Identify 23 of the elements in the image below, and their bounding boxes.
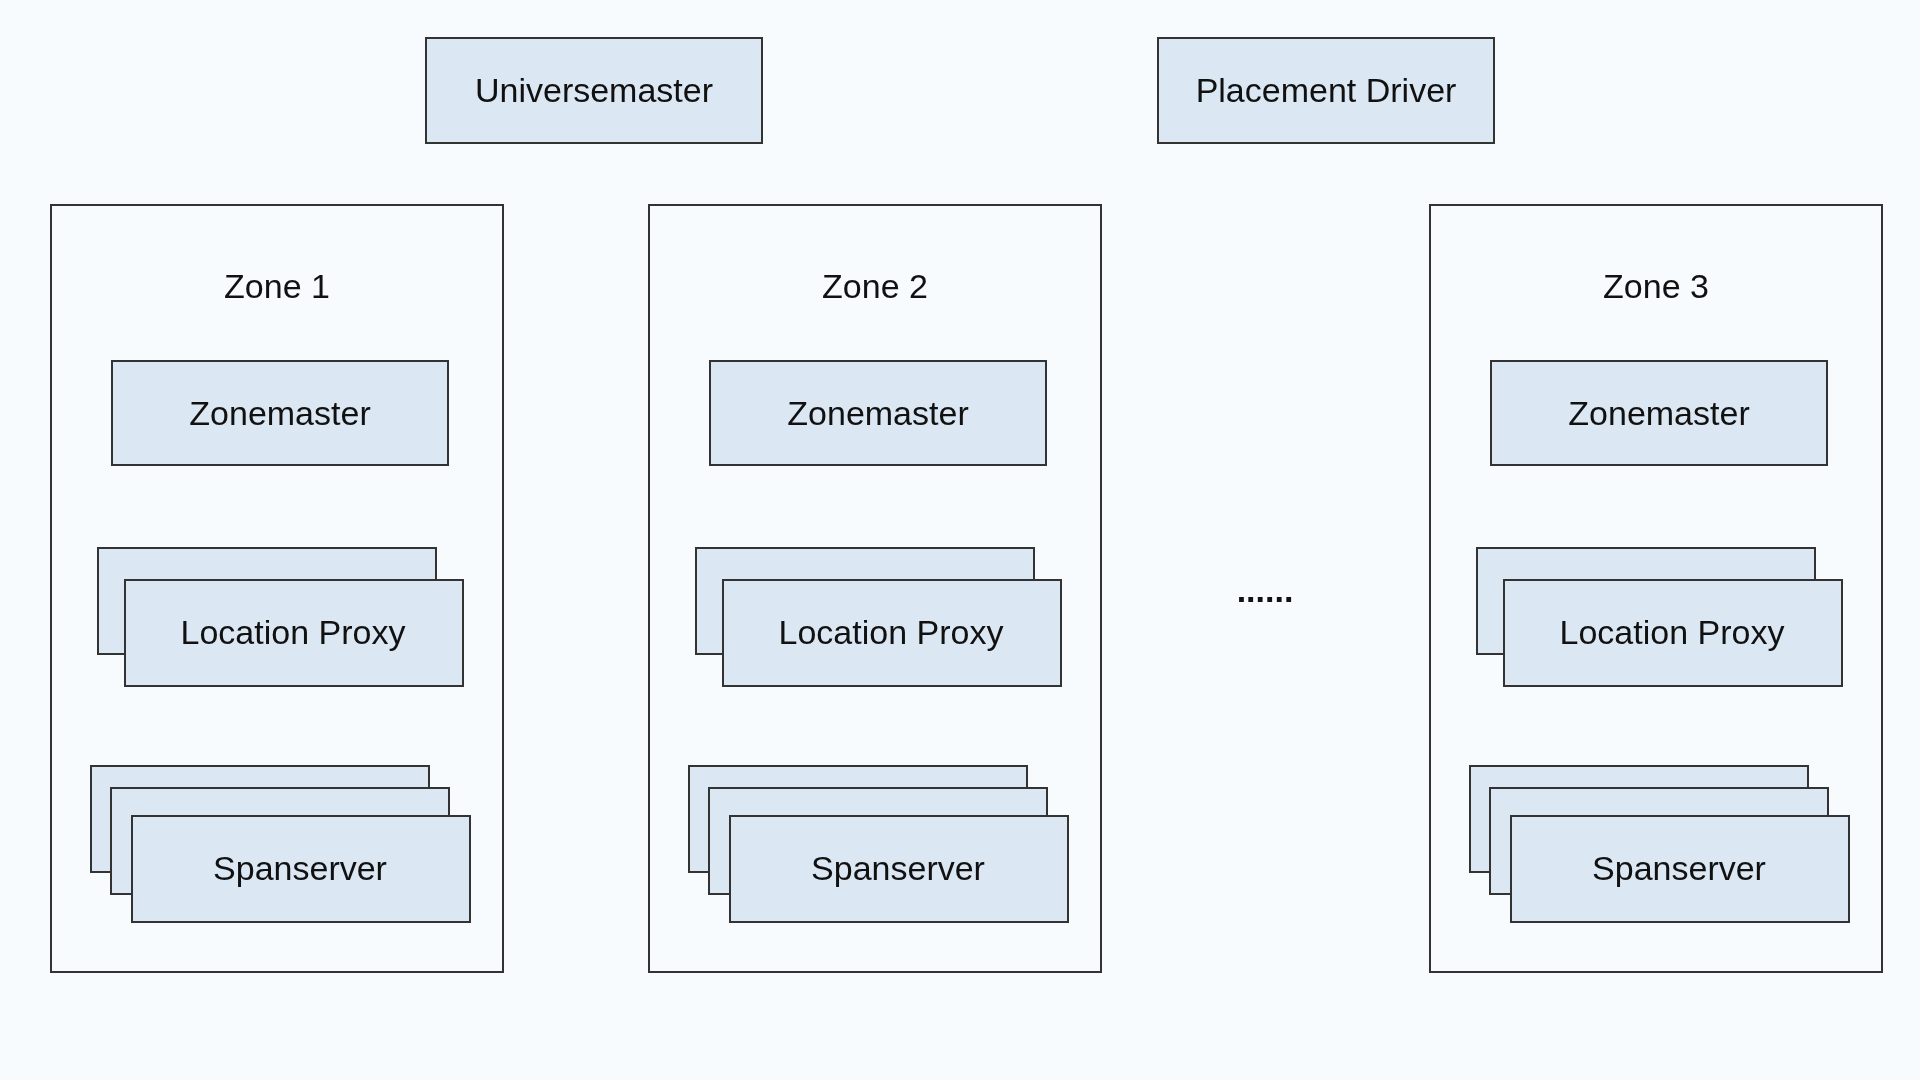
box-label: Spanserver	[1592, 847, 1766, 889]
box-label: Placement Driver	[1195, 70, 1457, 111]
zone-container	[648, 204, 1102, 973]
component-box	[425, 37, 763, 144]
box-label: Spanserver	[811, 847, 985, 889]
box-label: Location Proxy	[180, 611, 406, 653]
zone-title: Zone 2	[821, 266, 929, 307]
zone-container	[1429, 204, 1883, 973]
component-box	[1157, 37, 1495, 144]
box-label: Zonemaster	[787, 392, 969, 434]
zone-title: Zone 3	[1602, 266, 1710, 307]
box-label: Universemaster	[474, 70, 714, 111]
component-box	[1490, 360, 1828, 466]
zone-container	[50, 204, 504, 973]
box-label: Location Proxy	[1559, 611, 1785, 653]
zone-title: Zone 1	[223, 266, 331, 307]
component-box	[709, 360, 1047, 466]
box-label: Zonemaster	[1568, 392, 1750, 434]
ellipsis-text: ......	[1235, 570, 1295, 611]
box-label: Spanserver	[213, 847, 387, 889]
box-label: Location Proxy	[778, 611, 1004, 653]
component-box	[111, 360, 449, 466]
box-label: Zonemaster	[189, 392, 371, 434]
